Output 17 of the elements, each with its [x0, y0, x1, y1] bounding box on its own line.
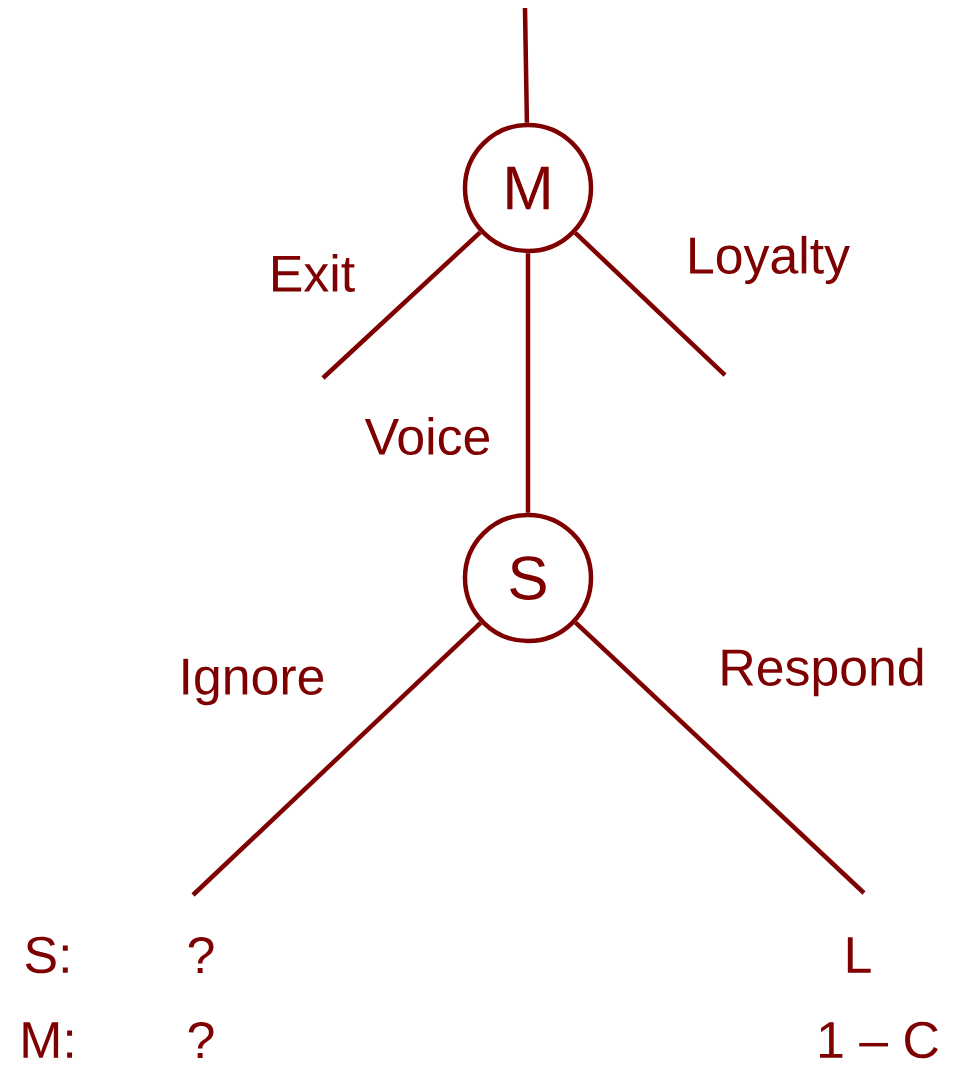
branch-line — [525, 253, 531, 513]
payoff-label: S: — [25, 936, 68, 974]
payoff-label: ? — [188, 936, 214, 974]
edge-label: Exit — [273, 254, 355, 292]
payoff-label: 1 – C — [820, 1021, 938, 1059]
edge-label: Voice — [364, 417, 490, 455]
payoff-label: L — [847, 937, 871, 973]
payoff-label: ? — [188, 1021, 214, 1059]
branch-line — [191, 621, 483, 897]
branch-line — [574, 621, 866, 895]
edge-label: Ignore — [183, 658, 324, 706]
branch-line — [522, 7, 530, 123]
payoff-label: M: — [23, 1022, 73, 1058]
branch-line — [573, 231, 727, 377]
edge-label: Loyalty — [690, 235, 850, 285]
edge-label: Respond — [722, 647, 923, 697]
branch-line — [321, 230, 482, 380]
